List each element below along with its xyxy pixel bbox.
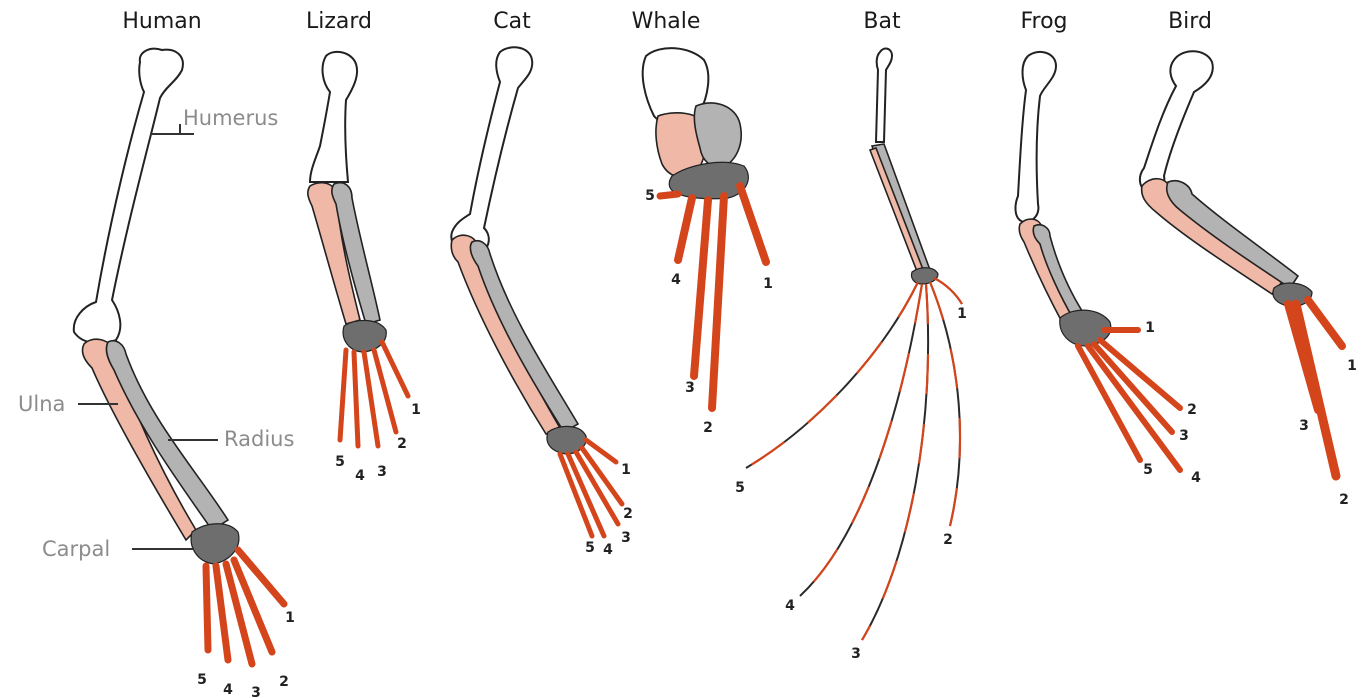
lizard-forelimb: 5 4 3 2 1 [308, 52, 421, 484]
bird-phalanges [1288, 300, 1342, 476]
bird-digit-2: 2 [1339, 492, 1349, 508]
label-humerus: Humerus [183, 106, 278, 130]
cat-digit-4: 4 [603, 542, 613, 558]
cat-digit-3: 3 [621, 530, 631, 546]
human-digit-1: 1 [285, 610, 295, 626]
bat-carpal [911, 268, 938, 284]
bat-digit-2: 2 [943, 532, 953, 548]
frog-phalanges [1078, 330, 1180, 470]
frog-digit-5: 5 [1143, 462, 1153, 478]
whale-digit-3: 3 [685, 380, 695, 396]
lizard-digit-5: 5 [335, 454, 345, 470]
title-bird: Bird [1168, 9, 1212, 34]
human-humerus [74, 49, 183, 344]
title-frog: Frog [1020, 9, 1067, 34]
lizard-digit-3: 3 [377, 464, 387, 480]
bird-ulna [1142, 179, 1282, 294]
bird-humerus [1140, 51, 1213, 192]
label-carpal: Carpal [42, 537, 110, 561]
cat-radius [470, 241, 578, 432]
bat-phalanges [746, 278, 962, 640]
title-lizard: Lizard [306, 9, 372, 34]
human-digit-5: 5 [197, 672, 207, 688]
bat-forelimb: 5 4 3 2 1 [735, 49, 967, 662]
human-forelimb: 5 4 3 2 1 Humerus Ulna Radius Carpal [18, 49, 295, 698]
bat-digit-4: 4 [785, 598, 795, 614]
cat-phalanges [560, 440, 622, 536]
human-digit-4: 4 [223, 682, 233, 698]
human-phalanges [206, 550, 284, 664]
lizard-carpal [343, 320, 386, 352]
bat-humerus [876, 49, 892, 142]
frog-digit-3: 3 [1179, 428, 1189, 444]
frog-humerus [1016, 52, 1056, 222]
label-ulna: Ulna [18, 392, 65, 416]
bat-ulna [870, 148, 924, 274]
cat-ulna [451, 235, 560, 434]
cat-digit-5: 5 [585, 540, 595, 556]
frog-digit-2: 2 [1187, 402, 1197, 418]
frog-digit-1: 1 [1145, 320, 1155, 336]
bird-forelimb: 1 3 2 [1140, 51, 1357, 508]
whale-digit-5: 5 [645, 188, 655, 204]
lizard-digit-4: 4 [355, 468, 365, 484]
whale-digit-4: 4 [671, 272, 681, 288]
frog-digit-4: 4 [1191, 470, 1201, 486]
bird-digit-1: 1 [1347, 358, 1357, 374]
cat-forelimb: 5 4 3 2 1 [451, 47, 633, 558]
human-digit-3: 3 [251, 685, 261, 698]
title-human: Human [122, 9, 201, 34]
lizard-humerus [310, 52, 357, 182]
bat-digit-5: 5 [735, 480, 745, 496]
whale-phalanges [660, 186, 766, 408]
label-radius: Radius [224, 427, 294, 451]
title-cat: Cat [493, 9, 531, 34]
human-digit-2: 2 [279, 674, 289, 690]
title-bat: Bat [863, 9, 901, 34]
bat-digit-1: 1 [957, 306, 967, 322]
whale-forelimb: 5 4 3 2 1 [643, 48, 773, 436]
whale-digit-2: 2 [703, 420, 713, 436]
bird-digit-3: 3 [1299, 418, 1309, 434]
whale-digit-1: 1 [763, 276, 773, 292]
bat-digit-3: 3 [851, 646, 861, 662]
lizard-phalanges [340, 342, 408, 446]
lizard-digit-1: 1 [411, 402, 421, 418]
cat-digit-2: 2 [623, 506, 633, 522]
title-whale: Whale [632, 9, 701, 34]
cat-humerus [451, 47, 532, 254]
lizard-digit-2: 2 [397, 436, 407, 452]
cat-digit-1: 1 [621, 462, 631, 478]
